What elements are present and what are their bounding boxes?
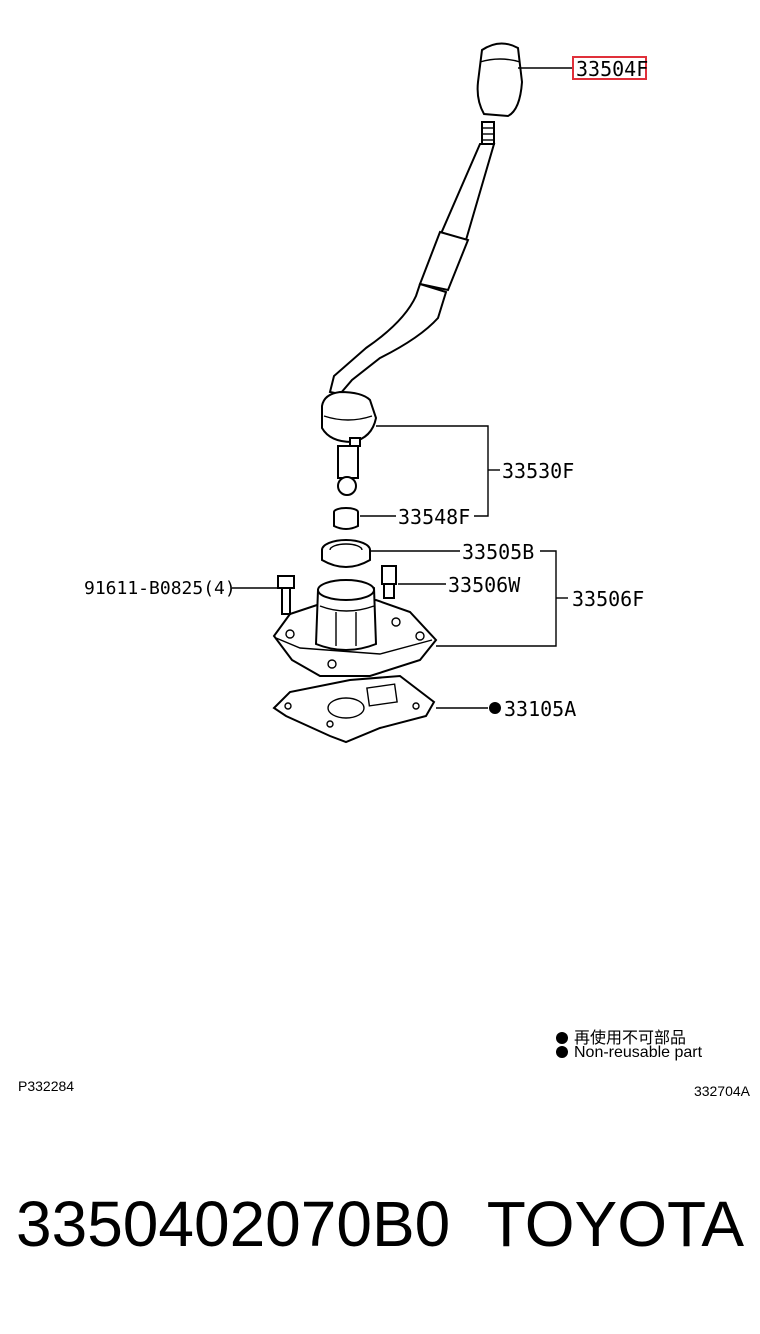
callout-33548F[interactable]: 33548F xyxy=(398,505,470,529)
seat xyxy=(321,539,371,568)
callout-33504F[interactable]: 33504F xyxy=(576,57,648,81)
callout-33506F[interactable]: 33506F xyxy=(572,587,644,611)
pin xyxy=(381,565,397,599)
bolt xyxy=(277,575,295,615)
parts-diagram: 33504F 33530F 33548F 33505B 91611-B0825(… xyxy=(84,42,648,744)
footer-part-number: 3350402070B0 xyxy=(16,1188,451,1260)
knob-highlight-box xyxy=(572,56,647,80)
shift-lever xyxy=(321,121,496,496)
diagram-code-left: P332284 xyxy=(18,1078,75,1094)
non-reusable-dot xyxy=(489,702,501,714)
gasket xyxy=(272,674,436,744)
callout-33505B[interactable]: 33505B xyxy=(462,540,534,564)
leader-lines xyxy=(232,67,574,709)
legend-en: Non-reusable part xyxy=(556,1044,702,1062)
footer-brand: TOYOTA xyxy=(486,1188,744,1260)
callout-33506W[interactable]: 33506W xyxy=(448,573,521,597)
shift-housing xyxy=(272,579,438,677)
bullet-icon xyxy=(556,1046,568,1058)
legend-en-text: Non-reusable part xyxy=(574,1044,703,1061)
callout-33530F[interactable]: 33530F xyxy=(502,459,574,483)
bullet-icon xyxy=(556,1032,568,1044)
diagram-code-right: 332704A xyxy=(693,1083,750,1099)
bushing xyxy=(333,507,359,530)
callout-33105A[interactable]: 33105A xyxy=(504,697,576,721)
shift-knob xyxy=(476,42,524,118)
callout-91611-B0825[interactable]: 91611-B0825(4) xyxy=(84,578,236,599)
legend-jp-text: 再使用不可部品 xyxy=(574,1030,687,1047)
legend-jp: 再使用不可部品 xyxy=(556,1024,686,1048)
